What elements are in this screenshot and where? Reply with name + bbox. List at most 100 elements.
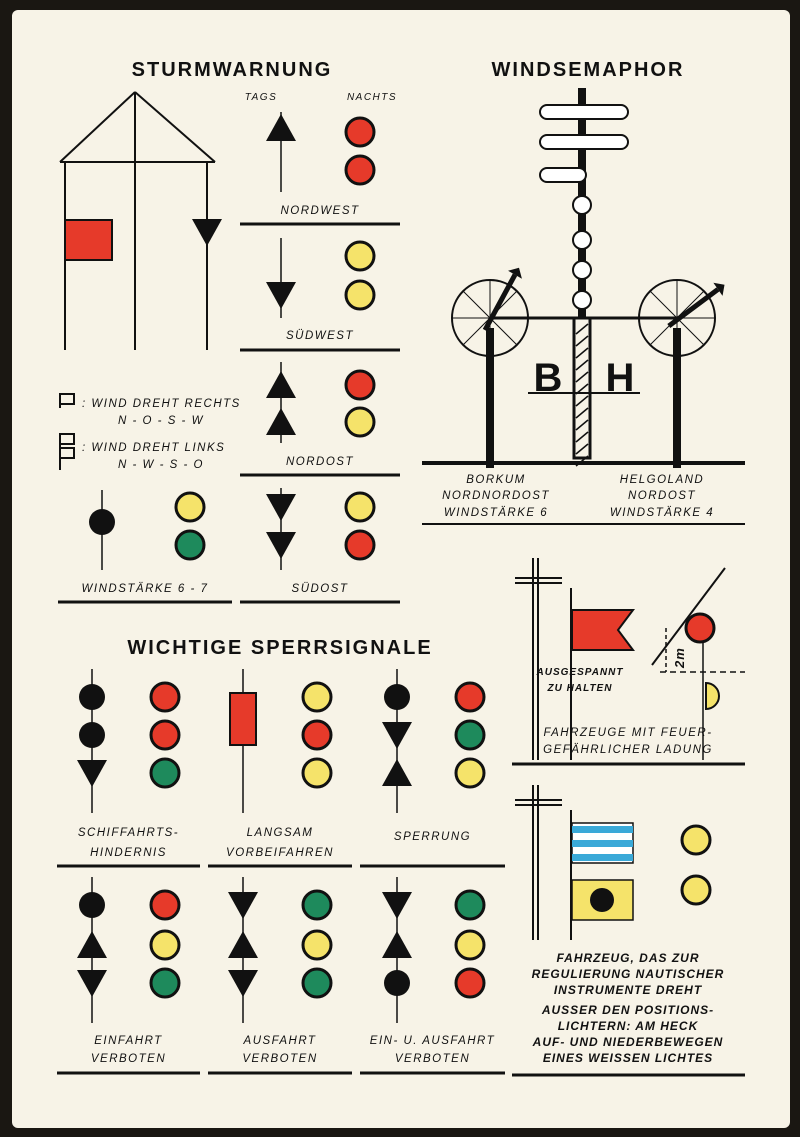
helgoland-line-1: HELGOLAND	[620, 474, 704, 486]
height-mark: 2m	[672, 647, 687, 669]
lattice-bar	[575, 347, 589, 359]
nautisch-note-1: AUSSER DEN POSITIONS-	[541, 1003, 714, 1017]
pennant-left-icon	[59, 433, 75, 470]
light-yellow	[680, 824, 712, 856]
light-yellow	[680, 874, 712, 906]
light-red	[149, 889, 181, 921]
sperr-cell-label: EIN- U. AUSFAHRT	[370, 1035, 495, 1047]
storm-row-label: NORDOST	[286, 456, 354, 468]
helgoland-line-2: NORDOST	[628, 490, 696, 502]
lattice-bar	[575, 407, 589, 419]
light-green	[174, 529, 206, 561]
helgoland-line-3: WINDSTÄRKE 4	[610, 507, 714, 519]
light-green	[149, 967, 181, 999]
windstaerke-label: WINDSTÄRKE 6 - 7	[82, 583, 209, 595]
light-yellow	[344, 240, 376, 272]
light-red	[344, 529, 376, 561]
legend-right-sub: N - O - S - W	[118, 415, 204, 427]
wind-pointer-arrow	[667, 287, 720, 329]
storm-row-label: NORDWEST	[280, 205, 359, 217]
cone-down-signal	[266, 532, 296, 559]
red-swallowtail-flag	[571, 609, 635, 651]
semaphor-arm	[539, 134, 629, 150]
signal-drawings: NORDWEST SÜDWEST NORDOST SÜDOST SCHIFFAHRTS-…	[57, 88, 745, 1077]
lattice-bar	[575, 323, 589, 335]
flag-caption-2: ZU HALTEN	[547, 683, 613, 694]
ship-mast	[515, 785, 562, 940]
stay	[134, 91, 216, 163]
cone-down-signal	[382, 892, 412, 919]
ball-signal	[384, 970, 410, 996]
storm-row-label: SÜDOST	[292, 583, 349, 595]
col-night-label: NACHTS	[347, 92, 397, 103]
light-green	[301, 889, 333, 921]
cone-down-signal	[382, 722, 412, 749]
sperr-cell-label: VERBOTEN	[242, 1053, 317, 1065]
light-yellow	[344, 279, 376, 311]
ball-signal	[79, 892, 105, 918]
borkum-line-2: NORDNORDOST	[442, 490, 550, 502]
cone-down-signal	[192, 219, 222, 246]
cone-up-signal	[228, 931, 258, 958]
lattice-bar	[575, 371, 589, 383]
flag-stripe	[572, 840, 633, 847]
semaphor-disc	[572, 290, 592, 310]
cone-down-signal	[266, 282, 296, 309]
legend-right-text: : WIND DREHT RECHTS	[82, 398, 241, 410]
wheel-post	[673, 328, 681, 468]
cone-up-signal	[266, 371, 296, 398]
light-yellow	[149, 929, 181, 961]
cone-up-signal	[266, 408, 296, 435]
borkum-line-1: BORKUM	[466, 474, 525, 486]
cone-up-signal	[382, 759, 412, 786]
lattice-bar	[575, 419, 589, 431]
arrowhead-icon	[713, 282, 725, 296]
ball-signal	[79, 722, 105, 748]
sperr-cell-label: VERBOTEN	[91, 1053, 166, 1065]
sperr-cell-label: AUSFAHRT	[243, 1035, 317, 1047]
light-yellow	[454, 757, 486, 789]
stay	[59, 91, 136, 163]
cone-up-signal	[266, 114, 296, 141]
nautisch-note-3: AUF- UND NIEDERBEWEGEN	[532, 1035, 724, 1049]
feuer-caption-1: FAHRZEUGE MIT FEUER-	[543, 727, 712, 739]
lattice-bar	[575, 443, 589, 455]
cone-down-signal	[77, 970, 107, 997]
nautisch-caption-1: FAHRZEUG, DAS ZUR	[557, 951, 700, 965]
light-yellow	[301, 929, 333, 961]
red-flag	[64, 219, 113, 261]
semaphor-title: WINDSEMAPHOR	[492, 59, 685, 81]
lattice-bar	[575, 431, 589, 443]
light-red	[344, 116, 376, 148]
ball-signal	[384, 684, 410, 710]
semaphor-disc	[572, 195, 592, 215]
sperr-cell-label: VERBOTEN	[395, 1053, 470, 1065]
feuer-caption-2: GEFÄHRLICHER LADUNG	[543, 744, 713, 756]
sperr-cell-label: HINDERNIS	[90, 847, 167, 859]
light-green	[454, 889, 486, 921]
col-day-label: TAGS	[245, 92, 277, 103]
cone-up-signal	[77, 931, 107, 958]
light-yellow	[344, 406, 376, 438]
borkum-line-3: WINDSTÄRKE 6	[444, 507, 548, 519]
wheel-post	[486, 328, 494, 468]
light-yellow	[301, 681, 333, 713]
legend-left-sub: N - W - S - O	[118, 459, 204, 471]
ball-signal	[79, 684, 105, 710]
storm-row-label: SÜDWEST	[286, 330, 354, 342]
light-red	[454, 681, 486, 713]
light-green	[149, 757, 181, 789]
half-light-yellow	[705, 681, 720, 711]
light-red	[344, 369, 376, 401]
lattice-bar	[575, 359, 589, 371]
cone-down-signal	[228, 892, 258, 919]
light-red	[454, 967, 486, 999]
flag-stripe	[572, 826, 633, 833]
cone-down-signal	[77, 760, 107, 787]
nautisch-note-2: LICHTERN: AM HECK	[558, 1019, 699, 1033]
sperr-cell-label: LANGSAM	[247, 827, 314, 839]
light-green	[301, 967, 333, 999]
ship-mast	[515, 558, 562, 760]
sperr-cell-label: SCHIFFAHRTS-	[78, 827, 179, 839]
